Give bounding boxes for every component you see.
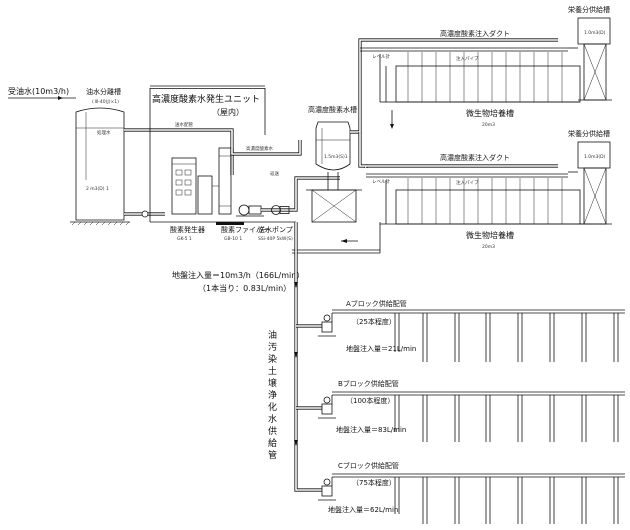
block-a: Aブロック供給配管 （25本程度） 地盤注入量＝21L/min [318, 299, 625, 362]
nutrient-tank-1: 栄養分供給槽 1.0m3(D) [568, 5, 612, 101]
oxygen-generator-label: 酸素発生器 [170, 225, 205, 234]
bioreactor-2-volume: 20m3 [482, 244, 495, 250]
nutrient-tank-2-capacity: 1.0m3(D) [584, 154, 606, 160]
block-c-rate: 地盤注入量＝62L/min [328, 505, 398, 514]
bioreactor-1-duct: 高濃度酸素注入ダクト [440, 29, 510, 38]
block-c-title: Cブロック供給配管 [338, 461, 399, 470]
block-a-count: （25本程度） [352, 317, 396, 326]
block-a-wells [394, 313, 619, 362]
nutrient-tank-1-capacity: 1.0m3(D) [584, 30, 606, 36]
hatching [71, 221, 130, 226]
high-conc-tank-capacity: 1.5m3(S)1 [324, 154, 348, 160]
bioreactor-2-duct: 高濃度酸素注入ダクト [440, 153, 510, 162]
oxygen-water-duct-pipe [350, 38, 558, 168]
injection-total-line2: （1本当り：0.83L/min） [198, 283, 291, 293]
nutrient-tank-1-title: 栄養分供給槽 [568, 5, 610, 14]
pipe-note-b: 高濃度酸素水 [246, 145, 273, 152]
supply-pipe-label: 油汚染土壌浄化水供給管 [266, 329, 277, 462]
bioreactor-1-title: 微生物培養槽 [466, 108, 514, 118]
main-supply-pipe [294, 222, 322, 492]
block-a-pump [318, 314, 336, 337]
pipe-note-c: 返送 [270, 170, 279, 177]
dissolver-label: 酸素ファイバー [221, 225, 270, 234]
bioreactor-1-pipe: 注入パイプ [456, 55, 479, 62]
bioreactor-2-vertical-pipes [407, 178, 563, 224]
inflow-label: 受油水(10m3/h) [8, 86, 69, 96]
block-c-wells [394, 477, 619, 524]
bioreactor-1-volume: 20m3 [482, 122, 495, 128]
dissolver-code: GB-10 1 [224, 236, 242, 242]
enclosure-title: 高濃度酸素水発生ユニット [152, 93, 260, 105]
oil-water-tank-title: 油水分離槽 [86, 87, 121, 96]
water-pump-code: SSi-40P 5kW(S) 1 [258, 236, 297, 242]
bioreactor-2: 高濃度酸素注入ダクト レベル計 注入パイプ 微生物培養槽 20m3 [366, 153, 590, 250]
block-c-pump [318, 478, 336, 501]
return-lines [292, 222, 381, 254]
block-b: Bブロック供給配管 （100本程度） 地盤注入量＝83L/min [318, 379, 625, 442]
bioreactor-1-level: レベル計 [372, 53, 390, 60]
inflow-line: 受油水(10m3/h) [8, 86, 76, 100]
block-c: Cブロック供給配管 （75本程度） 地盤注入量＝62L/min [318, 461, 625, 524]
water-pump [236, 204, 264, 217]
oxygen-fiber-dissolver [197, 147, 232, 215]
bioreactor-2-title: 微生物培養槽 [466, 230, 514, 240]
valve-icon [141, 210, 149, 218]
block-b-rate: 地盤注入量＝83L/min [336, 425, 406, 434]
nutrient-tank-2-title: 栄養分供給槽 [568, 129, 610, 138]
block-b-count: （100本程度） [346, 396, 394, 405]
ground-line [150, 221, 296, 225]
nutrient-tank-2: 栄養分供給槽 1.0m3(D) [568, 129, 612, 225]
water-pump-label: 送水ポンプ [258, 225, 293, 234]
transfer-pipe: 送水配管 [124, 121, 234, 218]
oil-water-tank-capacity: 2 m3(D) 1 [86, 186, 109, 192]
block-b-pump [318, 396, 336, 419]
block-c-count: （75本程度） [352, 478, 396, 487]
high-conc-tank-title: 高濃度酸素水槽 [308, 105, 357, 114]
injection-total-line1: 地盤注入量＝10m3/h（166L/min） [172, 270, 304, 280]
bioreactor-1: 高濃度酸素注入ダクト レベル計 注入パイプ 微生物培養槽 20m3 [360, 29, 581, 129]
enclosure-piping: 高濃度酸素水 返送 [230, 140, 340, 215]
oxygen-generator [171, 157, 197, 215]
oxygen-generator-code: GK-5 1 [177, 236, 192, 242]
oil-water-tank-note: ( Ⅲ-40(J)×1) [92, 99, 119, 105]
bioreactor-2-level: レベル計 [372, 178, 390, 185]
oxygen-water-unit-enclosure: 高濃度酸素水発生ユニット （屋内） [149, 85, 266, 222]
high-concentration-tank: 高濃度酸素水槽 1.5m3(S)1 [306, 105, 362, 223]
enclosure-subtitle: （屋内） [212, 107, 244, 117]
pipe-note-a: 送水配管 [175, 121, 193, 128]
block-a-rate: 地盤注入量＝21L/min [346, 344, 416, 353]
oil-water-tank-inner: 処理水 [97, 129, 111, 136]
block-a-title: Aブロック供給配管 [346, 299, 407, 308]
bioreactor-1-vertical-pipes [407, 52, 563, 102]
block-b-title: Bブロック供給配管 [338, 379, 399, 388]
oil-water-separation-tank: 油水分離槽 ( Ⅲ-40(J)×1) 処理水 2 m3(D) 1 [70, 87, 130, 226]
block-b-wells [394, 395, 619, 442]
bioreactor-2-pipe: 注入パイプ [456, 179, 479, 186]
